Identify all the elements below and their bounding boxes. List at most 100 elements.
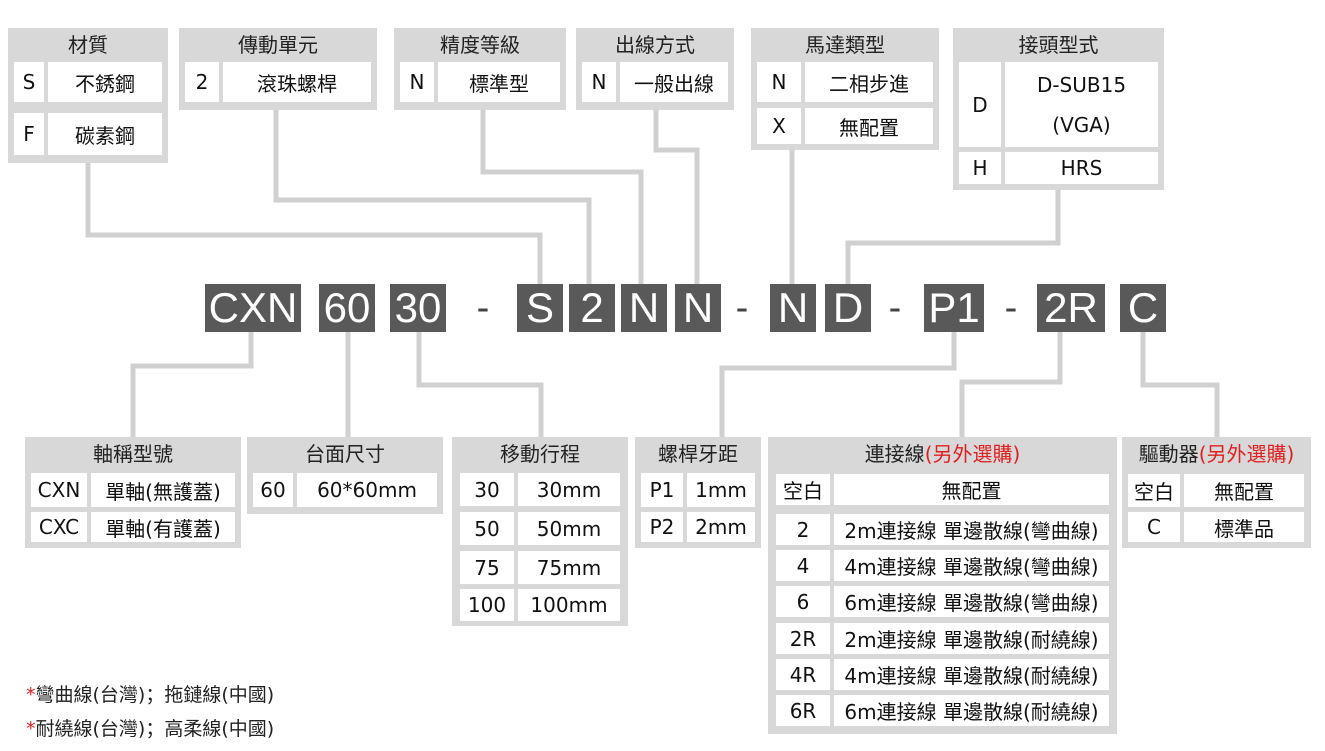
connector-desc-line2: (VGA) (1052, 112, 1111, 137)
shaft-code: CXN (31, 473, 87, 507)
stroke-title: 移動行程 (500, 442, 580, 466)
material-code: S (14, 62, 44, 102)
cable-code: 6 (776, 586, 830, 617)
shaft-code: CXC (31, 512, 87, 542)
footnote: *耐繞線(台灣)；高柔線(中國) (26, 714, 274, 741)
cable-code: 6R (776, 695, 830, 726)
motor-desc: 二相步進 (805, 62, 933, 102)
material-box: 材質 S 不銹鋼 F 碳素鋼 (8, 28, 168, 163)
driver-desc: 標準品 (1184, 512, 1304, 542)
connector-code: D (959, 62, 1001, 147)
code-material: S (517, 284, 563, 332)
outlet-title: 出線方式 (615, 33, 695, 57)
stroke-code: 75 (460, 551, 514, 584)
pitch-desc: 1mm (687, 473, 755, 507)
pitch-code: P1 (641, 473, 683, 507)
code-motor: N (770, 284, 816, 332)
stroke-desc: 30mm (518, 473, 620, 506)
cable-code: 4R (776, 659, 830, 690)
cable-code: 4 (776, 550, 830, 581)
table-size-desc: 60*60mm (297, 473, 437, 507)
table-size-box: 台面尺寸 60 60*60mm (247, 437, 443, 514)
code-drive: 2 (569, 284, 615, 332)
code-dash: - (735, 287, 749, 329)
code-driver: C (1120, 284, 1166, 332)
precision-title: 精度等級 (440, 33, 520, 57)
cable-box: 連接線(另外選購) 空白 無配置 2 2m連接線 單邊散線(彎曲線) 4 4m連… (768, 437, 1117, 734)
code-dash: - (888, 287, 902, 329)
outlet-code: N (582, 62, 616, 102)
code-dash: - (476, 287, 490, 329)
line-material (85, 163, 543, 284)
connector-desc-line1: D-SUB15 (1036, 72, 1127, 97)
motor-desc: 無配置 (805, 108, 933, 144)
footnote-text: 彎曲線(台灣)；拖鏈線(中國) (35, 684, 275, 706)
code-outlet: N (675, 284, 721, 332)
cable-desc: 4m連接線 單邊散線(耐繞線) (834, 659, 1109, 690)
shaft-desc: 單軸(有護蓋) (91, 512, 235, 542)
driver-desc: 無配置 (1184, 474, 1304, 507)
material-desc: 不銹鋼 (48, 62, 162, 102)
table-size-code: 60 (253, 473, 293, 507)
cable-title-extra: (另外選購) (924, 442, 1021, 466)
drive-title: 傳動單元 (238, 33, 318, 57)
motor-box: 馬達類型 N 二相步進 X 無配置 (751, 28, 939, 150)
cable-code: 空白 (776, 474, 830, 505)
footnote-text: 耐繞線(台灣)；高柔線(中國) (35, 718, 275, 740)
drive-desc: 滾珠螺桿 (223, 62, 371, 102)
drive-box: 傳動單元 2 滾珠螺桿 (179, 28, 377, 110)
cable-code: 2 (776, 514, 830, 545)
driver-title: 驅動器(另外選購) (1122, 437, 1311, 471)
stroke-code: 30 (460, 473, 514, 506)
driver-box: 驅動器(另外選購) 空白 無配置 C 標準品 (1122, 437, 1311, 548)
code-table-size: 60 (319, 284, 375, 332)
code-stroke: 30 (390, 284, 446, 332)
connector-code: H (959, 152, 1001, 184)
stroke-box: 移動行程 30 30mm 50 50mm 75 75mm 100 100mm (452, 437, 628, 626)
connector-desc: D-SUB15 (VGA) (1005, 62, 1158, 147)
pitch-box: 螺桿牙距 P1 1mm P2 2mm (635, 437, 761, 548)
code-precision: N (621, 284, 667, 332)
driver-title-text: 驅動器 (1138, 442, 1199, 466)
material-desc: 碳素鋼 (48, 113, 162, 155)
cable-desc: 2m連接線 單邊散線(耐繞線) (834, 623, 1109, 654)
code-pitch: P1 (924, 284, 984, 332)
shaft-box: 軸稱型號 CXN 單軸(無護蓋) CXC 單軸(有護蓋) (25, 437, 241, 548)
code-connector: D (825, 284, 871, 332)
footnote-star: * (26, 718, 36, 740)
material-code: F (14, 113, 44, 155)
cable-code: 2R (776, 623, 830, 654)
driver-code: C (1128, 512, 1180, 542)
precision-box: 精度等級 N 標準型 (394, 28, 566, 110)
cable-title: 連接線(另外選購) (768, 437, 1117, 471)
stroke-desc: 100mm (518, 589, 620, 621)
cable-desc: 6m連接線 單邊散線(彎曲線) (834, 586, 1109, 617)
stroke-code: 100 (460, 589, 514, 621)
pitch-desc: 2mm (687, 512, 755, 542)
cable-desc: 6m連接線 單邊散線(耐繞線) (834, 695, 1109, 726)
pitch-code: P2 (641, 512, 683, 542)
motor-title: 馬達類型 (805, 33, 885, 57)
motor-code: N (757, 62, 801, 102)
connector-desc: HRS (1005, 152, 1158, 184)
cable-desc: 4m連接線 單邊散線(彎曲線) (834, 550, 1109, 581)
cable-title-text: 連接線 (864, 442, 925, 466)
precision-desc: 標準型 (438, 62, 560, 102)
footnote-star: * (26, 684, 36, 706)
stroke-code: 50 (460, 512, 514, 545)
shaft-desc: 單軸(無護蓋) (91, 473, 235, 507)
table-size-title: 台面尺寸 (305, 442, 385, 466)
stroke-desc: 75mm (518, 551, 620, 584)
driver-title-extra: (另外選購) (1198, 442, 1295, 466)
stroke-desc: 50mm (518, 512, 620, 545)
outlet-desc: 一般出線 (620, 62, 728, 102)
code-series: CXN (205, 284, 301, 332)
cable-desc: 無配置 (834, 474, 1109, 505)
code-dash: - (1004, 287, 1018, 329)
precision-code: N (400, 62, 434, 102)
pitch-title: 螺桿牙距 (658, 442, 738, 466)
cable-desc: 2m連接線 單邊散線(彎曲線) (834, 514, 1109, 545)
connector-title: 接頭型式 (1018, 33, 1099, 57)
drive-code: 2 (185, 62, 219, 102)
